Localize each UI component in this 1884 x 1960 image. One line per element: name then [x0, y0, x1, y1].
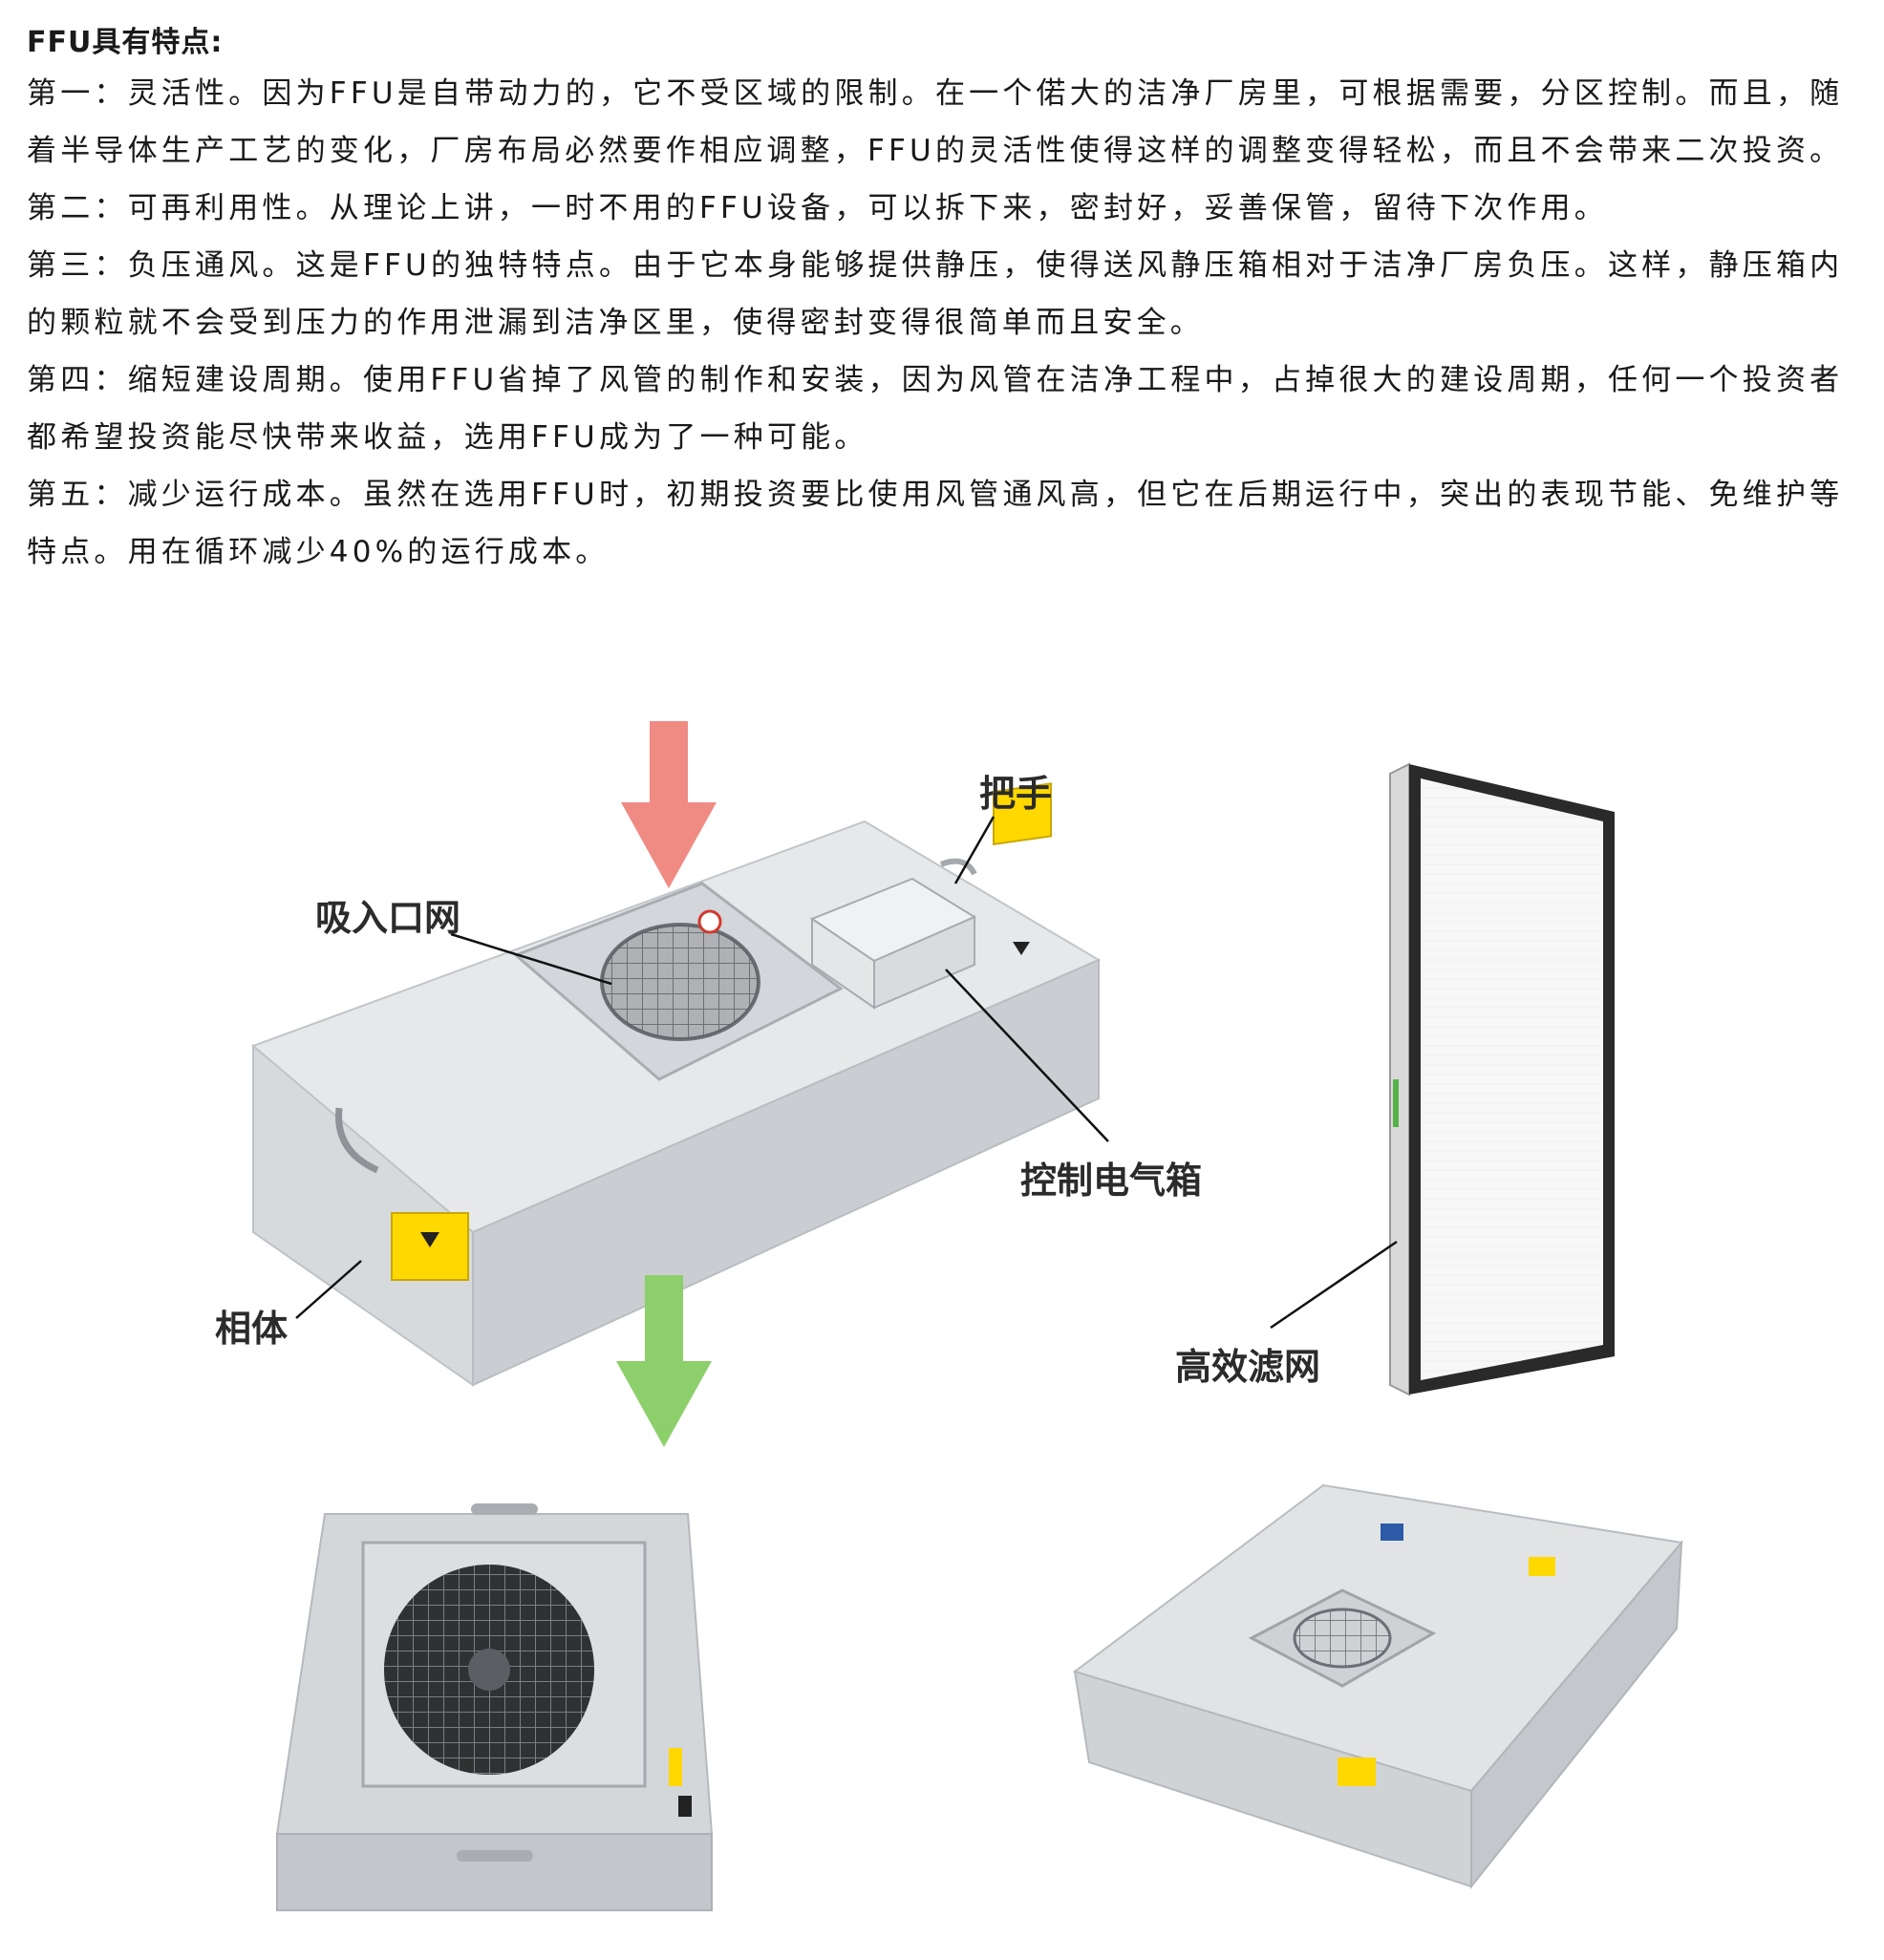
ffu-diagram: 吸入口网 把手 控制电气箱 相体 高效滤网 [0, 669, 1884, 1956]
airflow-in-arrow [621, 721, 717, 888]
handle-left [335, 1107, 379, 1174]
leader-control-box [945, 969, 1109, 1142]
handle-top [939, 858, 977, 876]
label-hepa-filter: 高效滤网 [1175, 1346, 1321, 1388]
paragraph-3: 第三：负压通风。这是FFU的独特特点。由于它本身能够提供静压，使得送风静压箱相对… [27, 248, 1844, 340]
ffu-angled-view [1072, 1483, 1683, 1889]
text-section: FFU具有特点: 第一：灵活性。因为FFU是自带动力的，它不受区域的限制。在一个… [27, 21, 1861, 581]
label-control-box: 控制电气箱 [1020, 1160, 1203, 1202]
hepa-filter [1389, 762, 1615, 1396]
ffu-illustration [251, 721, 1683, 1911]
ffu-main-unit [251, 782, 1102, 1387]
airflow-out-arrow [616, 1275, 712, 1447]
paragraph-2: 第二：可再利用性。从理论上讲，一时不用的FFU设备，可以拆下来，密封好，妥善保管… [27, 191, 1608, 225]
label-inlet-mesh: 吸入口网 [315, 897, 461, 939]
paragraph-5: 第五：减少运行成本。虽然在选用FFU时，初期投资要比使用风管通风高，但它在后期运… [27, 478, 1844, 569]
label-housing: 相体 [215, 1308, 289, 1350]
label-handle: 把手 [979, 773, 1053, 815]
leader-hepa-filter [1270, 1240, 1398, 1330]
leader-handle [953, 816, 996, 884]
section-heading: FFU具有特点: [27, 26, 224, 59]
unit-side [472, 958, 1100, 1387]
leader-housing [295, 1260, 362, 1319]
ffu-front-view [275, 1503, 714, 1911]
paragraph-1: 第一：灵活性。因为FFU是自带动力的，它不受区域的限制。在一个偌大的洁净厂房里，… [27, 76, 1844, 168]
front-view-handle [471, 1503, 538, 1515]
leader-inlet-mesh [450, 932, 612, 986]
paragraph-4: 第四：缩短建设周期。使用FFU省掉了风管的制作和安装，因为风管在洁净工程中，占掉… [27, 363, 1844, 455]
